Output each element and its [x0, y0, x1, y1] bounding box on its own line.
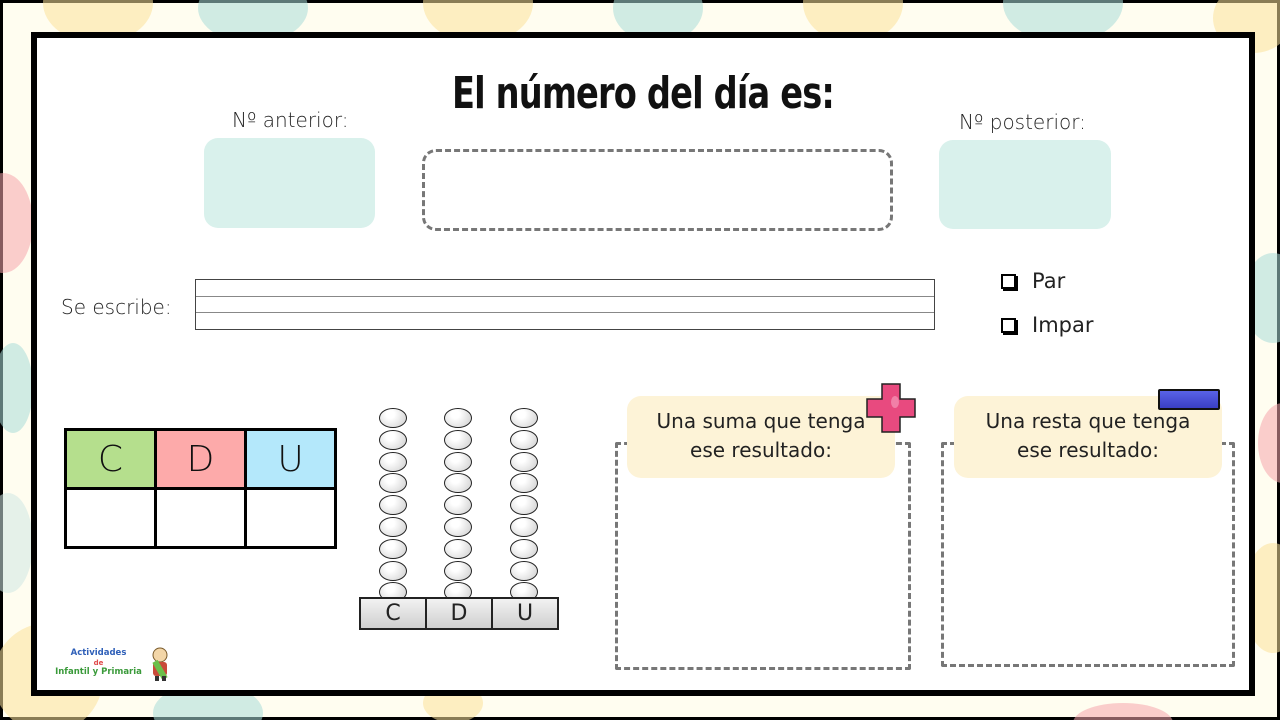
sum-card-line2: ese resultado: — [690, 438, 832, 462]
previous-number-box[interactable] — [204, 138, 375, 228]
header-tens: D — [154, 428, 247, 490]
parity-label: Par — [1032, 269, 1066, 293]
previous-number-label: Nº anterior: — [232, 108, 349, 132]
abacus-base: C D U — [359, 597, 559, 630]
tens-cell[interactable] — [154, 487, 247, 549]
parity-option-impar[interactable]: Impar — [1001, 313, 1093, 337]
written-label: Se escribe: — [61, 295, 172, 319]
minus-icon — [1158, 389, 1220, 410]
abacus-column-hundreds[interactable] — [379, 408, 409, 604]
logo-line2: de — [93, 659, 104, 667]
parity-option-par[interactable]: Par — [1001, 269, 1065, 293]
sum-card-line1: Una suma que tenga — [656, 409, 866, 433]
abacus-column-tens[interactable] — [444, 408, 474, 604]
bg-blob-teal — [0, 343, 33, 433]
sum-card: Una suma que tenga ese resultado: — [627, 396, 895, 478]
abacus-label-units: U — [493, 599, 557, 628]
bg-blob-pink — [1258, 403, 1280, 483]
page-title: El número del día es: — [451, 68, 835, 119]
abacus: C D U — [359, 408, 559, 630]
bg-blob-pink — [0, 173, 33, 273]
logo-line3: Infantil y Primaria — [55, 667, 142, 677]
child-mascot-icon — [152, 647, 168, 681]
checkbox-icon[interactable] — [1001, 317, 1016, 333]
next-number-box[interactable] — [939, 140, 1111, 229]
number-of-day-box[interactable] — [422, 149, 893, 231]
worksheet: El número del día es: Nº anterior: Nº po… — [31, 32, 1255, 696]
abacus-column-units[interactable] — [510, 408, 540, 604]
subtraction-card-line1: Una resta que tenga — [985, 409, 1191, 433]
parity-label: Impar — [1032, 313, 1094, 337]
abacus-label-tens: D — [427, 599, 493, 628]
logo-line1: Actividades — [70, 648, 127, 658]
hundreds-cell[interactable] — [64, 487, 157, 549]
units-cell[interactable] — [244, 487, 337, 549]
bg-blob-pink — [1073, 703, 1173, 720]
checkbox-icon[interactable] — [1001, 273, 1016, 289]
subtraction-card-line2: ese resultado: — [1017, 438, 1159, 462]
bg-blob-teal — [0, 493, 33, 593]
written-lines-field[interactable] — [195, 279, 935, 330]
place-value-table: C D U — [64, 428, 337, 549]
next-number-label: Nº posterior: — [959, 110, 1086, 134]
abacus-label-hundreds: C — [361, 599, 427, 628]
header-units: U — [244, 428, 337, 490]
plus-icon — [866, 383, 916, 433]
brand-logo: Actividades de Infantil y Primaria — [51, 647, 171, 688]
header-hundreds: C — [64, 428, 157, 490]
